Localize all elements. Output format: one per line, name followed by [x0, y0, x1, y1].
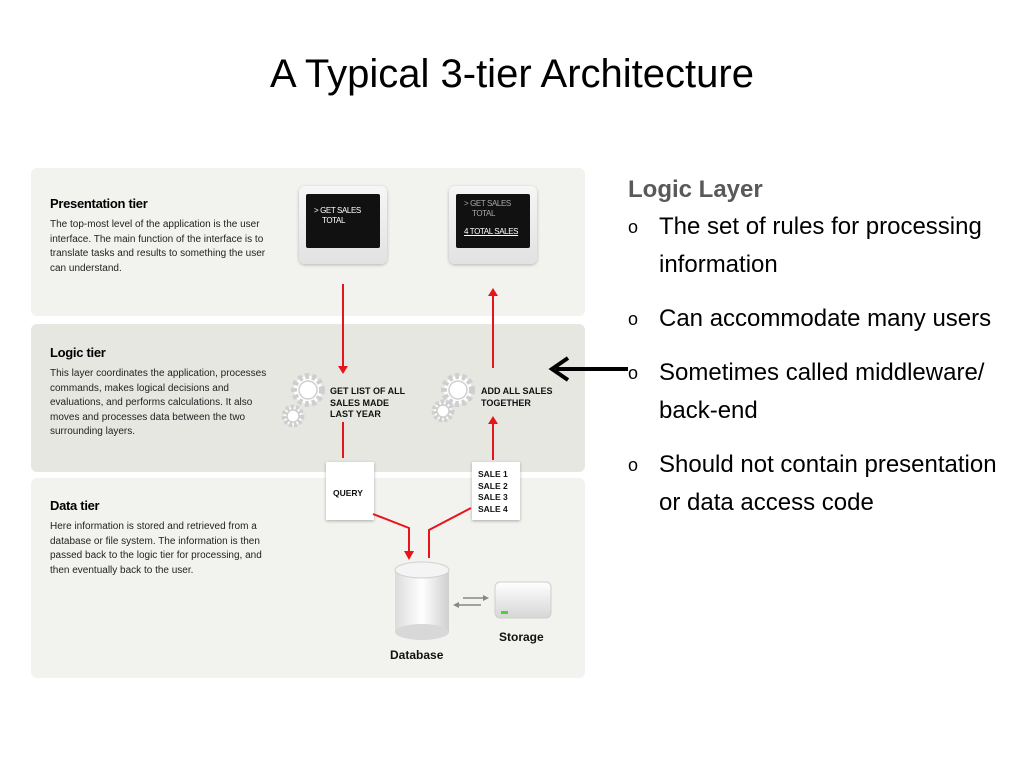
result-screen-display: > GET SALES TOTAL 4 TOTAL SALES [456, 194, 530, 248]
bullet-marker: o [628, 309, 639, 329]
request-screen-line: TOTAL [322, 216, 346, 225]
sale-item: SALE 4 [478, 503, 508, 514]
sales-document [472, 462, 520, 520]
presentation-tier-title: Presentation tier [50, 196, 148, 211]
add-sales-step-label: ADD ALL SALES TOGETHER [481, 386, 553, 408]
request-down-arrow [338, 284, 348, 374]
three-tier-diagram: Presentation tier The top-most level of … [31, 168, 585, 680]
data-tier-title: Data tier [50, 498, 100, 513]
get-sales-step-label: GET LIST OF ALL SALES MADE LAST YEAR [330, 386, 406, 419]
pointer-arrow-icon [548, 356, 628, 382]
bullet-marker: o [628, 363, 639, 383]
bullet-item: o Should not contain presentation or dat… [628, 446, 998, 522]
diagram-graphics [281, 284, 552, 640]
bullet-text: Should not contain presentation or data … [659, 451, 997, 516]
sale-item: SALE 2 [478, 480, 508, 491]
bullet-item: o Can accommodate many users [628, 300, 998, 338]
bullet-item: o The set of rules for processing inform… [628, 208, 998, 284]
database-label: Database [390, 648, 444, 662]
gears-left-icon [281, 373, 325, 428]
data-tier-description: Here information is stored and retrieved… [50, 521, 262, 576]
bullet-text: Can accommodate many users [659, 305, 992, 332]
bullet-item: o Sometimes called middleware/ back-end [628, 354, 998, 430]
storage-label: Storage [499, 630, 544, 644]
sale-item: SALE 1 [478, 469, 508, 479]
logic-layer-title: Logic Layer [628, 176, 763, 203]
sales-up-arrow [488, 416, 498, 460]
result-up-arrow [488, 288, 498, 368]
query-to-database-arrow [372, 513, 414, 560]
logic-tier-title: Logic tier [50, 345, 106, 360]
query-label: QUERY [333, 488, 363, 498]
result-screen: > GET SALES TOTAL 4 TOTAL SALES [449, 186, 537, 264]
bullet-marker: o [628, 455, 639, 475]
sale-item: SALE 3 [478, 492, 508, 502]
gears-right-icon [431, 373, 475, 423]
bullet-text: Sometimes called middleware/ back-end [659, 359, 985, 424]
slide-title: A Typical 3-tier Architecture [270, 52, 754, 96]
sync-arrows-icon [453, 595, 489, 608]
storage-icon [494, 581, 552, 619]
database-icon [394, 561, 450, 640]
logic-tier-description: This layer coordinates the application, … [50, 368, 267, 437]
result-screen-line: TOTAL [472, 209, 496, 218]
bullet-marker: o [628, 217, 639, 237]
sales-list: SALE 1 SALE 2 SALE 3 SALE 4 [478, 469, 508, 515]
request-screen: > GET SALES TOTAL [299, 186, 387, 264]
database-to-sales-line [428, 507, 472, 558]
query-document [326, 462, 374, 520]
bullet-text: The set of rules for processing informat… [659, 213, 982, 278]
result-screen-total: 4 TOTAL SALES [464, 227, 519, 236]
result-screen-line: > GET SALES [464, 199, 511, 208]
request-screen-line: > GET SALES [314, 206, 361, 215]
request-screen-display: > GET SALES TOTAL [306, 194, 380, 248]
presentation-tier-description: The top-most level of the application is… [50, 219, 266, 274]
logic-layer-notes: Logic Layer o The set of rules for proce… [628, 176, 998, 538]
